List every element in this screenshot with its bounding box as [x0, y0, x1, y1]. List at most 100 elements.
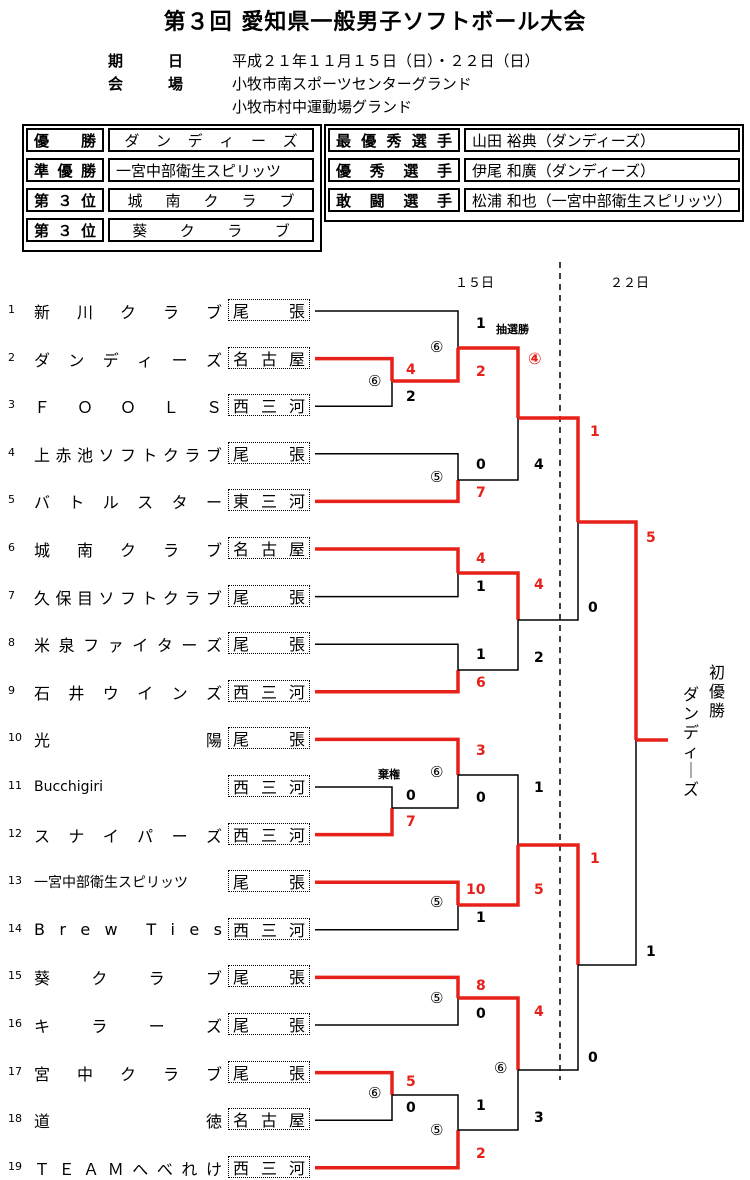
champion-name: ズ — [683, 780, 699, 799]
score: 0 — [406, 1100, 416, 1116]
bracket-line — [578, 740, 637, 966]
bracket-line — [315, 1130, 460, 1170]
bracket-line — [315, 737, 460, 775]
score: 1 — [590, 851, 600, 867]
results-box — [22, 124, 322, 252]
team-region: 尾張 — [228, 299, 310, 321]
bracket-line — [315, 808, 394, 837]
team-region: 名古屋 — [228, 1108, 310, 1131]
bracket-line — [518, 522, 579, 621]
venue-value-1: 小牧市南スポーツセンターグランド — [232, 75, 472, 93]
bracket-line — [315, 453, 459, 480]
team-region: 尾張 — [228, 632, 310, 655]
team-region: 西三河 — [228, 1155, 310, 1178]
team-number: 9 — [8, 683, 15, 697]
team-number: 11 — [8, 779, 22, 792]
bracket-line — [315, 547, 460, 573]
score: 8 — [476, 978, 486, 994]
date-value: 平成２１年１１月１５日（日）・２２日（日） — [232, 52, 540, 70]
score: 2 — [476, 1146, 486, 1162]
result-value: 葵クラブ — [108, 218, 314, 242]
score: 0 — [476, 790, 486, 806]
score: 4 — [534, 577, 544, 593]
score: 1 — [476, 316, 486, 332]
team-region: 尾張 — [228, 1060, 310, 1083]
result-value: 城南クラブ — [108, 188, 314, 212]
score: 7 — [406, 814, 416, 830]
bracket-line — [458, 346, 520, 418]
team-region: 尾張 — [228, 727, 310, 750]
team-number: 16 — [8, 1017, 22, 1030]
inning-mark: ⑥ — [368, 1084, 381, 1102]
team-number: 15 — [8, 969, 22, 983]
champion-name: ｜ — [683, 761, 699, 780]
team-region: 西三河 — [228, 679, 310, 702]
team-region: 名古屋 — [228, 346, 310, 369]
team-name: 米泉ファイターズ — [34, 636, 222, 656]
venue-label: 会 場 — [108, 75, 184, 93]
player-label: 最優秀選手 — [328, 128, 460, 152]
bracket-line — [392, 348, 460, 383]
day1-label: １５日 — [455, 276, 494, 291]
venue-value-2: 小牧市村中運動場グランド — [232, 98, 413, 116]
team-name: 宮中クラブ — [34, 1064, 222, 1084]
score: 4 — [534, 457, 544, 473]
team-region: 東三河 — [228, 489, 310, 512]
team-name: スナイパーズ — [34, 826, 222, 846]
champion-name: デ — [683, 723, 699, 742]
score: 1 — [646, 944, 656, 960]
score: 1 — [476, 647, 486, 663]
score: 0 — [406, 788, 416, 804]
bracket-line — [518, 965, 579, 1071]
team-number: 18 — [8, 1112, 22, 1126]
team-number: 3 — [8, 398, 15, 412]
team-number: 5 — [8, 493, 15, 507]
score: 5 — [646, 530, 656, 546]
bracket-line — [458, 620, 519, 671]
bracket-line — [458, 571, 520, 620]
champion-name: ン — [683, 704, 699, 723]
team-region: 名古屋 — [228, 537, 310, 559]
date-label: 期 日 — [108, 52, 184, 70]
team-region: 西三河 — [228, 394, 310, 417]
bracket-line — [458, 774, 519, 845]
score: 1 — [534, 780, 544, 796]
team-region: 尾張 — [228, 1013, 310, 1035]
team-name: 城南クラブ — [34, 541, 222, 560]
bracket-line — [458, 845, 520, 907]
team-name: 上赤池ソフトクラブ — [34, 445, 222, 465]
team-name: ダンディーズ — [34, 350, 222, 370]
team-region: 西三河 — [228, 775, 310, 797]
bracket-line — [315, 670, 460, 694]
team-number: 8 — [8, 636, 15, 650]
team-number: 7 — [8, 588, 15, 602]
score: 6 — [476, 675, 486, 691]
team-region: 尾張 — [228, 870, 310, 893]
team-number: 10 — [8, 731, 22, 745]
score: 3 — [534, 1110, 544, 1126]
inning-mark: ⑤ — [430, 1121, 443, 1139]
bracket-line — [392, 1094, 459, 1130]
champion-name: ィ — [683, 742, 699, 761]
score: 0 — [588, 1050, 598, 1066]
team-name: 新川クラブ — [34, 303, 222, 322]
bracket-line — [315, 381, 393, 407]
bracket-line — [315, 573, 459, 598]
team-number: 4 — [8, 445, 15, 459]
inning-mark: ⑤ — [430, 468, 443, 486]
team-number: 14 — [8, 921, 22, 935]
bracket-line — [458, 1070, 519, 1131]
inning-mark: ⑥ — [368, 372, 381, 390]
team-region: 西三河 — [228, 917, 310, 940]
bracket-line — [315, 643, 459, 670]
score: 1 — [590, 424, 600, 440]
team-region: 尾張 — [228, 965, 310, 988]
